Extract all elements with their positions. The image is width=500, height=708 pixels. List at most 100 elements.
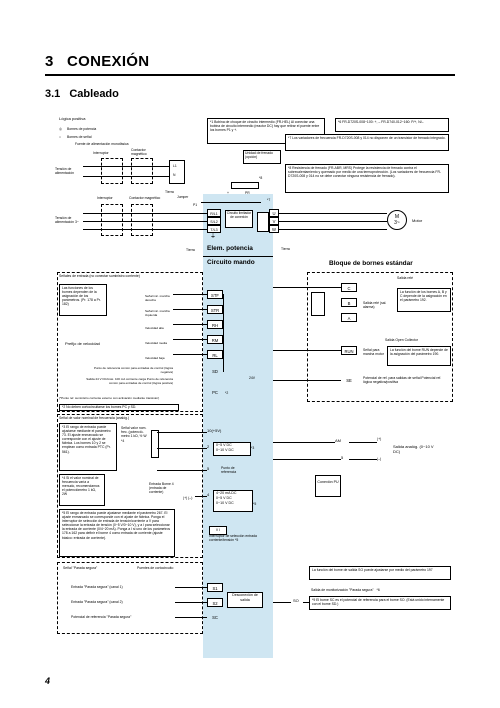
safety-ch2: Entrada "Parada segura" (canal 2) [71,600,123,604]
functions-note: Las funciones de los bornes dependen de … [59,284,107,316]
legend-power: Bornes de potencia [67,127,97,131]
analog-frame [57,414,203,558]
mono-supply-label: Fuente de alimentación monofásica [75,142,129,146]
terminal-4: 4 [207,492,210,497]
speed-high: Velocidad alta [145,326,164,330]
safety-heading: Señal "Parada segura" [63,566,98,570]
terminal-run: RUN [341,346,357,355]
control-banner: Circuito mando [207,259,255,266]
safety-ch1: Entrada "Parada segura" (canal 1) [71,585,123,589]
terminal-w: W [269,225,279,233]
inverter-body [203,194,273,658]
terminal-b: B [341,298,357,307]
supply-voltage-label: Tensión de alimentación [55,167,75,176]
potentiometer [151,430,159,458]
terminal-sc: SC [212,615,218,620]
earth-label-1: Tierra [165,190,174,194]
out-24v: Salida 24 V DC/máx. 100 mA corriente car… [86,377,173,385]
oc-desc: La función del borne RUN depende de la a… [387,346,451,366]
relay-frame [307,272,453,402]
chapter-number: 3 [45,53,54,70]
motor-label: Motor [412,218,423,223]
terminal-tl3: T/L3 [207,225,221,233]
oc-ref: Potencial de ref. para salidas de señal … [363,376,442,385]
terminal-sd: SD [212,369,218,374]
speed-low: Velocidad baja [145,356,165,360]
terminal-s1: S1 [207,583,223,592]
analog-heading: Señal de valor nominal de frecuencia (an… [59,416,130,420]
earth-label-2: Tierra [186,248,195,252]
pu-connector: Conexión PU [315,475,341,497]
jumper-label: Jumper [177,195,189,199]
fwd-cmd: Señal inic. marcha derecha [145,294,170,302]
mono-contactor-box [131,158,153,184]
pot-label: Señal valor nom. frec. (potenció-metro 1… [121,426,147,443]
terminal-so: SO [293,598,299,603]
terminal-block-title: Bloque de bornes estándar [329,260,413,267]
switch-label: Interruptor [93,151,109,155]
star-note: (*Punto ref. suministro corriente extern… [59,396,160,400]
chapter-title: CONEXIÓN [67,53,150,70]
star5-label: *5 [253,502,257,506]
safety-ref: Potencial de referencia "Parada segura" [71,615,132,619]
three-phase-label: Tensión de alimentación 3~ [55,216,79,225]
power-banner: Elem. potencia [207,245,253,252]
chapter-header: 3 CONEXIÓN [45,51,455,73]
relay-desc: La función de los bornes A, B y C depend… [397,288,451,312]
speed-mid: Velocidad media [145,341,168,345]
star2-label: *2 [225,391,229,395]
switch-label-2: Interruptor [97,196,113,200]
inverter-bridge [257,212,269,232]
terminal-2: 2 [207,444,210,449]
terminal-v: V [269,217,279,225]
section-number: 3.1 [45,88,61,100]
input-4-label: Entrada Borne 4 (entrada de corriente) [149,482,174,495]
legend-signal: Bornes de señal [67,135,92,139]
note-8: *8 Resistencia de frenado (FR-ABR, MRS) … [285,164,449,193]
note-6: *6 FR-D720S-008~100: +, – FR-D740-012~16… [335,118,449,132]
terminal-rh: RH [207,320,223,329]
p1-label: P1 [193,203,198,207]
so-note: La función del borne de salida SO puede … [309,566,451,580]
inputs-frame [57,272,203,412]
range-2-box: 0~5 V DC 0~10 V DC [213,442,251,456]
note-5: *5 El rango de entrada puede ajustarse m… [59,509,175,557]
terminal-pc: PC [212,390,218,395]
terminal-c: C [341,283,357,292]
short-jumpers: Puentes de cortocircuito [137,566,174,570]
note-2: *2 No deben cortocircuitarse los bornes … [59,404,179,411]
note-7: *7 Los variadores de frecuencia FR-D720S… [285,134,449,151]
relay-coil [311,292,325,316]
earth-label-3: Tierra [281,247,290,251]
common-ref: Punto de referencia común para entradas … [93,366,173,374]
legend-signal-icon: ○ [59,135,62,139]
braking-unit-box: Unidad de frenado (opción) [243,150,281,164]
terminal-u: U [269,209,279,217]
legend-heading: Lógica positiva [59,116,86,121]
section-title: Cableado [69,88,119,100]
output-disconnect: Desconexión de salida [227,592,263,608]
l1-label: L1 [173,164,177,168]
star3-label: *3 [251,446,255,450]
switch-desc: Interruptor de selección entrada corrien… [209,534,257,543]
star7-label: *7 [267,198,271,202]
contactor-label: Contactor magnético [131,148,147,157]
n-label: N [173,173,176,177]
terminal-am: AM [335,438,341,443]
plus-label: + [227,191,229,195]
monitor-label: Salida de monitorización "Parada segura"… [311,588,380,592]
limiter-box: Circuito limitador de conexión [225,210,253,228]
speed-preset: Prefijo de velocidad [65,341,100,346]
pr-label: PR [245,191,250,195]
motor-symbol: M 3~ [387,210,407,230]
oc-heading: Salida Open Collector [385,338,418,342]
mono-filter-box [169,160,185,184]
page-number: 4 [45,676,51,686]
mono-switch-box [101,158,123,184]
relay-heading: Salida relé [397,276,414,280]
range-4-box: 4~20 mA DC 0~5 V DC 0~10 V DC [213,490,253,512]
terminal-a: A [341,313,357,322]
terminal-5-out: 5 [341,455,344,460]
wiring-diagram: Elem. potencia Circuito mando Lógica pos… [45,112,455,660]
inputs-heading: Señales de entrada (no conectar suminist… [59,274,140,278]
